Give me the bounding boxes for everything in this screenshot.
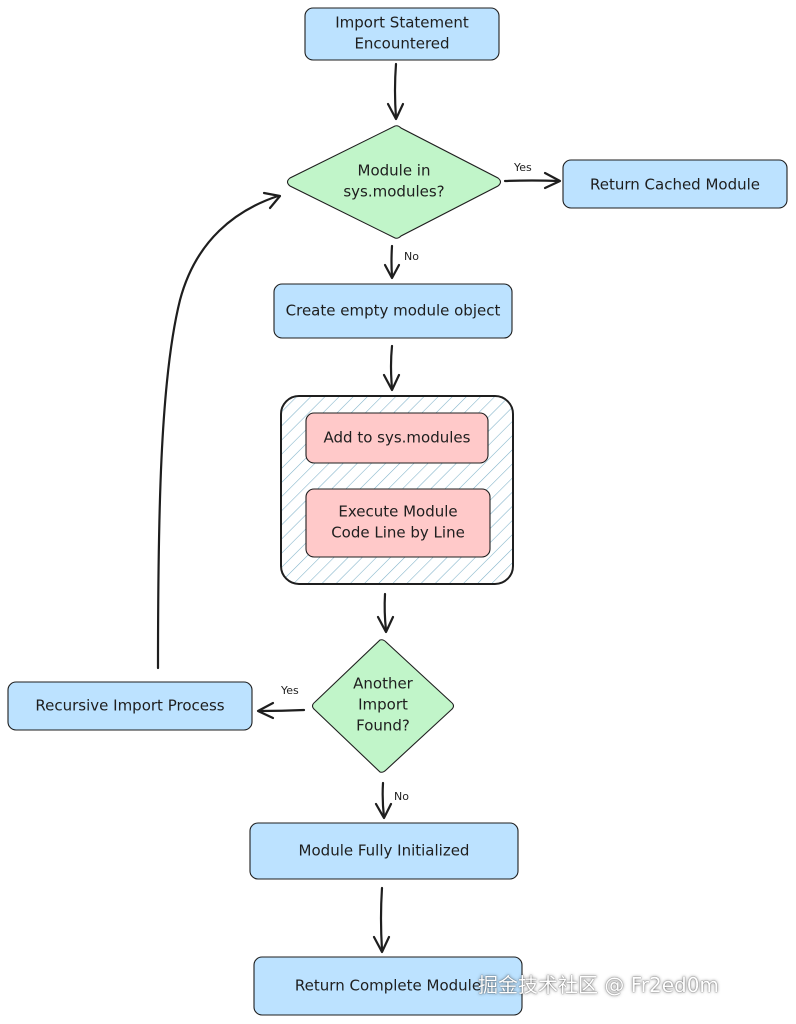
edge-another-no-initialized: No (374, 781, 409, 820)
node-label: Module Fully Initialized (299, 842, 470, 860)
node-label: Code Line by Line (331, 524, 465, 542)
node-label: Return Cached Module (590, 176, 760, 194)
node-return-cached-module: Return Cached Module (562, 159, 788, 209)
decision-label: sys.modules? (343, 183, 444, 201)
edge-recursive-loop-to-check (156, 191, 282, 670)
node-label: Add to sys.modules (324, 429, 471, 447)
node-add-to-sys-modules: Add to sys.modules (305, 412, 489, 464)
node-label: Execute Module (338, 503, 457, 521)
node-label: Import Statement (335, 14, 469, 32)
node-module-fully-initialized: Module Fully Initialized (249, 822, 519, 880)
decision-another-import-found: Another Import Found? (311, 639, 455, 773)
decision-module-in-sys-modules: Module in sys.modules? (286, 125, 502, 239)
edge-label-no: No (404, 250, 419, 263)
decision-label: Import (358, 696, 408, 714)
edge-check-yes-return-cached: Yes (503, 161, 562, 190)
node-recursive-import-process: Recursive Import Process (7, 681, 253, 731)
edge-create-to-group (382, 344, 401, 392)
decision-label: Found? (356, 717, 410, 735)
watermark: 掘金技术社区 @ Fr2ed0m (478, 973, 719, 997)
decision-label: Another (353, 675, 414, 693)
node-create-empty-module: Create empty module object (273, 283, 513, 339)
node-label: Return Complete Module (295, 977, 481, 995)
edge-import-to-check (386, 62, 405, 121)
decision-label: Module in (358, 162, 431, 180)
edge-label-no: No (394, 790, 409, 803)
edge-group-to-another (376, 592, 395, 634)
node-label: Encountered (354, 35, 449, 53)
edge-check-no-create: No (383, 244, 419, 280)
node-execute-module: Execute Module Code Line by Line (305, 488, 491, 558)
edge-another-yes-recursive: Yes (256, 684, 306, 720)
edge-label-yes: Yes (513, 161, 532, 174)
node-return-complete-module: Return Complete Module (253, 956, 523, 1016)
node-label: Recursive Import Process (35, 697, 224, 715)
edge-initialized-to-return-complete (372, 886, 391, 954)
edge-label-yes: Yes (280, 684, 299, 697)
node-label: Create empty module object (286, 302, 501, 320)
node-import-statement: Import Statement Encountered (304, 7, 500, 61)
